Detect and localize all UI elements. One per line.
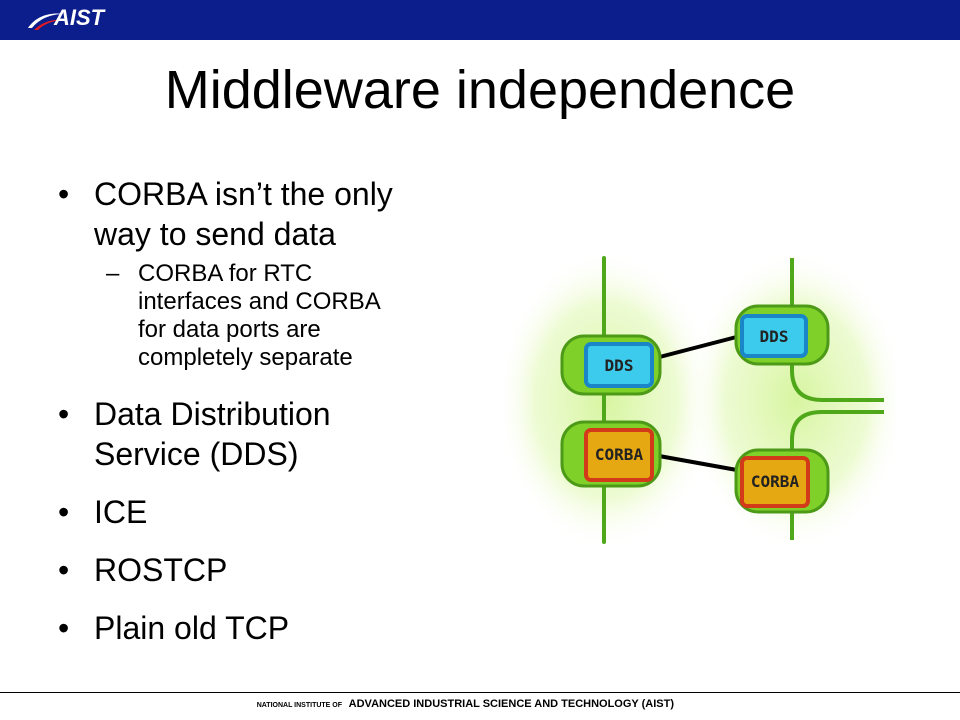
bullet-dot: • xyxy=(58,176,70,212)
left-corba-port xyxy=(584,428,654,482)
sub-bullet-text-line: completely separate xyxy=(138,344,353,371)
bullet-text-line: ROSTCP xyxy=(94,552,228,588)
slide-title: Middleware independence xyxy=(164,60,796,120)
left-dds-port xyxy=(584,342,654,388)
right-corba-label: CORBA xyxy=(751,472,800,491)
sub-bullet-corba-separate: – CORBA for RTC interfaces and CORBA for… xyxy=(106,260,478,372)
header-bar: AIST xyxy=(0,0,960,40)
bullet-text-line: CORBA isn’t the only xyxy=(94,176,393,212)
bullet-dot: • xyxy=(58,552,70,588)
bullet-dot: • xyxy=(58,494,70,530)
bullet-rostcp: • ROSTCP xyxy=(58,550,478,590)
bullet-dot: • xyxy=(58,610,70,646)
bullet-list: • CORBA isn’t the only way to send data … xyxy=(58,174,478,648)
footer-main-text: ADVANCED INDUSTRIAL SCIENCE AND TECHNOLO… xyxy=(348,698,674,710)
aist-logo-swoosh-icon xyxy=(28,13,64,30)
aist-logo-text: AIST xyxy=(54,5,105,30)
dds-connection-line xyxy=(647,332,749,362)
middleware-diagram: DDS CORBA DDS CORBA xyxy=(496,250,896,550)
sub-bullet-text-line: for data ports are xyxy=(138,316,321,343)
footer-text: NATIONAL INSTITUTE OF ADVANCED INDUSTRIA… xyxy=(257,698,674,710)
right-dds-port xyxy=(740,314,808,358)
bullet-corba: • CORBA isn’t the only way to send data xyxy=(58,174,478,254)
right-dds-label: DDS xyxy=(760,327,789,346)
sub-bullet-text-line: CORBA for RTC xyxy=(138,260,313,287)
sub-bullet-dash: – xyxy=(106,260,120,287)
footer-divider xyxy=(0,692,960,693)
sub-bullet-text-line: interfaces and CORBA xyxy=(138,288,381,315)
left-dds-label: DDS xyxy=(605,356,634,375)
right-top-component-curve xyxy=(790,258,884,402)
bullet-text-line: Data Distribution xyxy=(94,396,331,432)
bullet-ice: • ICE xyxy=(58,492,478,532)
bullet-text-line: Service (DDS) xyxy=(94,436,299,472)
right-bottom-component-curve xyxy=(790,410,884,540)
bullet-plain-tcp: • Plain old TCP xyxy=(58,608,478,648)
footer-small-text: NATIONAL INSTITUTE OF xyxy=(256,702,343,709)
bullet-dot: • xyxy=(58,396,70,432)
footer: NATIONAL INSTITUTE OF ADVANCED INDUSTRIA… xyxy=(0,698,960,714)
bullet-dds: • Data Distribution Service (DDS) xyxy=(58,394,478,474)
bullet-text-line: Plain old TCP xyxy=(94,610,290,646)
left-corba-label: CORBA xyxy=(595,445,644,464)
right-corba-port xyxy=(740,456,810,508)
corba-connection-line xyxy=(647,452,749,474)
bullet-text-line: way to send data xyxy=(94,216,336,252)
bullet-text-line: ICE xyxy=(94,494,148,530)
